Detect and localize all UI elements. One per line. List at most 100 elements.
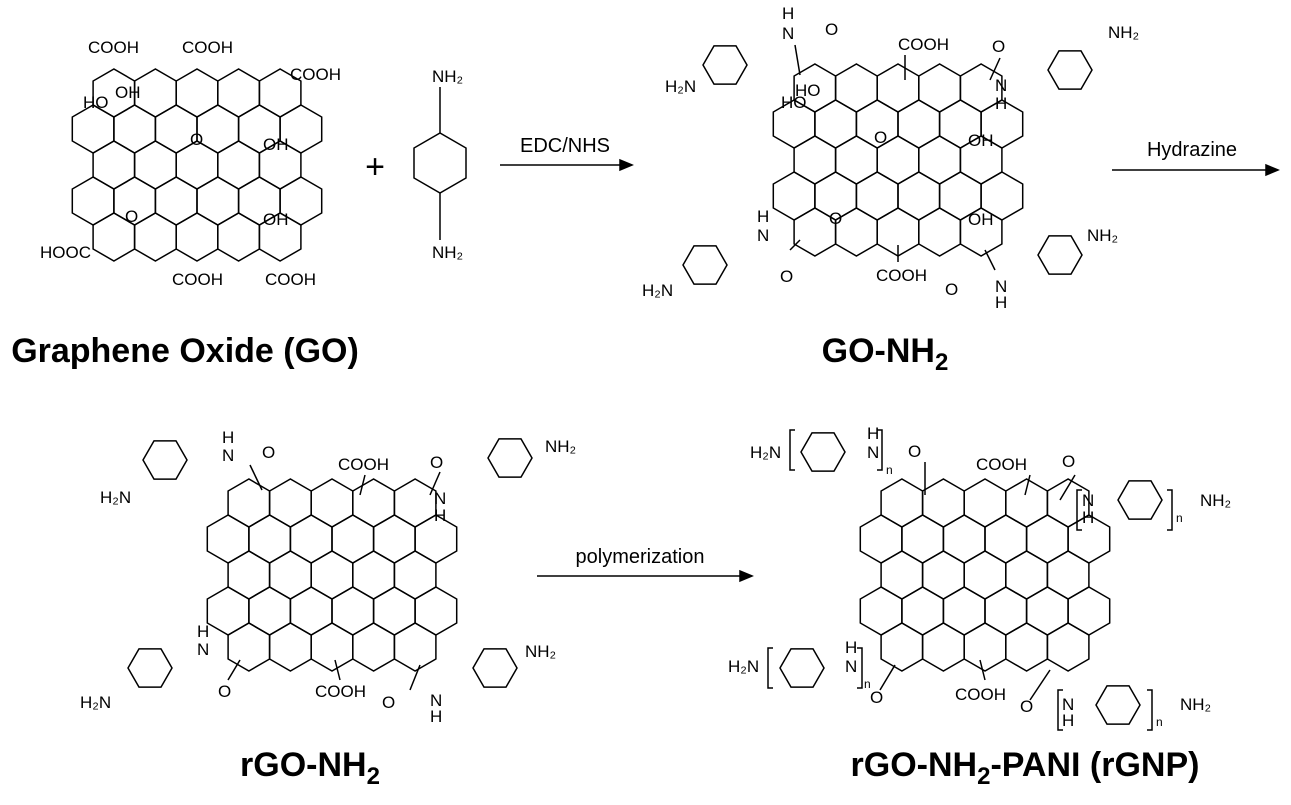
- label: N: [1082, 491, 1094, 510]
- rgo-nh2-ring: [393, 622, 437, 672]
- label: COOH: [876, 266, 927, 285]
- rgo-nh2-ring: [310, 622, 354, 672]
- bonds: [71, 44, 1173, 731]
- rgnp-ring: [963, 622, 1007, 672]
- bond: [789, 239, 801, 251]
- rgo-nh2-ring: [268, 478, 312, 528]
- rgo-nh2-ring: [393, 550, 437, 600]
- phenyl-ring: [142, 440, 188, 480]
- label: NH₂: [1200, 491, 1231, 510]
- go-nh2-labels: H₂N H N O COOH O N H NH₂ HO HO O OH O OH…: [642, 4, 1139, 312]
- label: H: [222, 428, 234, 447]
- label: H: [430, 707, 442, 726]
- rgo-nh2-ring: [289, 586, 333, 636]
- go-label: OH: [263, 135, 289, 154]
- label: n: [864, 677, 871, 691]
- label: N: [845, 657, 857, 676]
- go-ring: [113, 104, 157, 154]
- label: H: [995, 293, 1007, 312]
- phenyl-ring: [1047, 50, 1093, 90]
- label: O: [382, 693, 395, 712]
- rgnp-ring: [1046, 550, 1090, 600]
- label: O: [262, 443, 275, 462]
- rgnp-ring: [880, 550, 924, 600]
- go-nh2-ring: [772, 171, 816, 221]
- rgo-nh2-ring: [372, 586, 416, 636]
- phenyl-ring: [472, 648, 518, 688]
- label: O: [829, 209, 842, 228]
- label: N: [782, 24, 794, 43]
- label: H: [757, 207, 769, 226]
- label: H: [1062, 711, 1074, 730]
- title-go-nh2: GO-NH2: [822, 332, 949, 376]
- label: N: [757, 226, 769, 245]
- label: H: [867, 424, 879, 443]
- label: OH: [968, 131, 994, 150]
- title-go: Graphene Oxide (GO): [11, 332, 359, 370]
- phenyl-ring: [779, 648, 825, 688]
- go-ring: [217, 68, 261, 118]
- arrowhead: [619, 158, 634, 172]
- label: H: [782, 4, 794, 23]
- polymer-bracket: [1076, 489, 1082, 531]
- reagent-hydrazine: Hydrazine: [1147, 139, 1237, 161]
- label: N: [222, 446, 234, 465]
- label: COOH: [338, 455, 389, 474]
- label: O: [992, 37, 1005, 56]
- go-label: OH: [263, 210, 289, 229]
- go-nh2-ring: [918, 207, 962, 257]
- rgnp-ring: [984, 514, 1028, 564]
- label: N: [867, 443, 879, 462]
- label: H: [995, 94, 1007, 113]
- diamine-label: NH₂: [432, 243, 463, 262]
- rgnp-ring: [963, 550, 1007, 600]
- rgo-nh2-ring: [352, 550, 396, 600]
- reaction-arrows: [500, 158, 1280, 583]
- label: O: [870, 688, 883, 707]
- rgo-nh2-ring: [372, 514, 416, 564]
- rgo-nh2-ring: [268, 622, 312, 672]
- label: N: [197, 640, 209, 659]
- go-ring: [175, 212, 219, 262]
- rgo-nh2-labels: H N O H₂N COOH O N H NH₂ H N H₂N O COOH …: [80, 428, 576, 726]
- label: n: [886, 463, 893, 477]
- polymer-bracket: [767, 647, 773, 689]
- go-ring: [196, 104, 240, 154]
- bond: [989, 57, 1001, 81]
- rgnp-ring: [1046, 622, 1090, 672]
- go-ring: [71, 104, 115, 154]
- go-ring: [71, 176, 115, 226]
- phenyl-ring: [682, 245, 728, 285]
- rgnp-ring: [901, 514, 945, 564]
- go-nh2-ring: [918, 135, 962, 185]
- rgo-nh2-ring: [393, 478, 437, 528]
- rgo-nh2-ring: [206, 514, 250, 564]
- go-label: COOH: [172, 270, 223, 289]
- label: O: [908, 442, 921, 461]
- phenyl-ring: [800, 432, 846, 472]
- polymer-bracket: [857, 647, 863, 689]
- go-nh2-ring: [897, 171, 941, 221]
- rgo-nh2-ring: [227, 622, 271, 672]
- bond: [984, 249, 996, 271]
- go-nh2-ring: [918, 63, 962, 113]
- rgo-nh2-ring: [248, 514, 292, 564]
- go-nh2-ring: [814, 99, 858, 149]
- label: O: [218, 682, 231, 701]
- go-nh2-ring: [834, 63, 878, 113]
- rgo-nh2-ring: [414, 586, 458, 636]
- label: O: [430, 453, 443, 472]
- go-label: COOH: [265, 270, 316, 289]
- bond: [879, 664, 896, 691]
- rgo-nh2-ring: [248, 586, 292, 636]
- rgo-nh2-ring: [310, 478, 354, 528]
- label: NH₂: [1108, 23, 1139, 42]
- go-nh2-ring: [793, 135, 837, 185]
- rgo-nh2-ring: [331, 514, 375, 564]
- rgnp-labels: H₂N H N n O COOH O N H n NH₂ H₂N H N n O…: [728, 424, 1231, 730]
- rgnp-ring: [942, 514, 986, 564]
- go-ring: [196, 176, 240, 226]
- label: H₂N: [642, 281, 673, 300]
- rgnp-ring: [942, 586, 986, 636]
- phenyl-ring: [1037, 235, 1083, 275]
